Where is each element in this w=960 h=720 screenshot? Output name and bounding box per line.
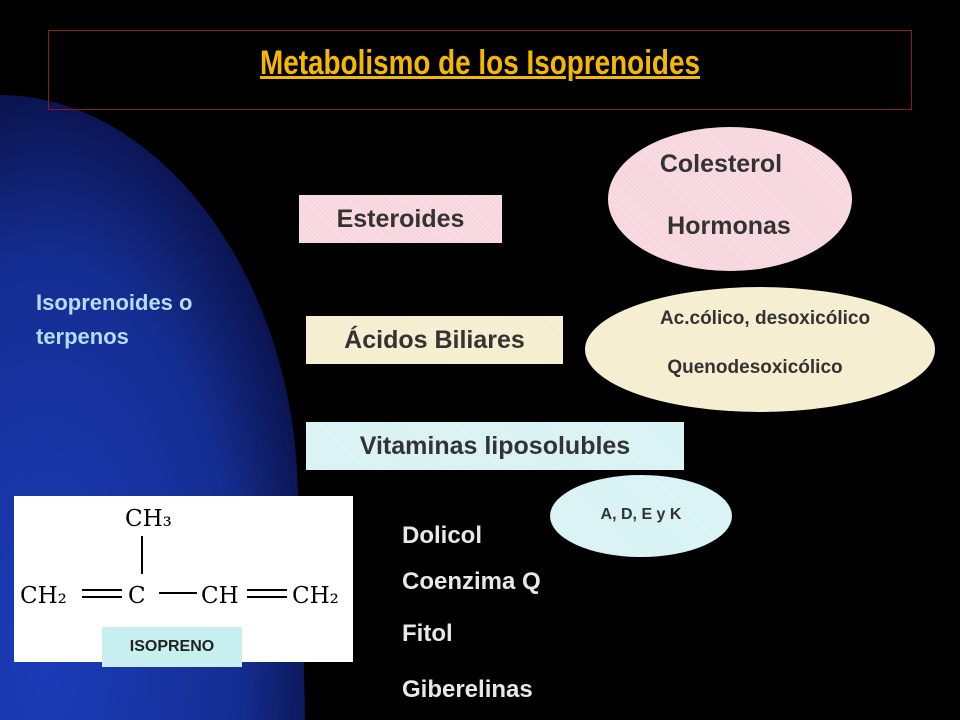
category-box-bile-acids: Ácidos Biliares [306, 316, 563, 364]
ellipse-bile-acids-line1: Ac.cólico, desoxicólico [659, 308, 871, 329]
formula-ch2-right: CH₂ [292, 583, 339, 609]
ellipse-steroids-line2: Hormonas [667, 212, 791, 240]
category-box-steroids: Esteroides [299, 195, 502, 243]
list-item-giberelinas: Giberelinas [402, 676, 533, 703]
ellipse-bile-acids [585, 287, 935, 412]
formula-ch: CH [201, 583, 239, 609]
page-title: Metabolismo de los Isoprenoides [260, 44, 700, 82]
title-frame [48, 30, 912, 110]
ellipse-vitamins [550, 475, 732, 557]
isoprene-label: ISOPRENO [102, 627, 242, 667]
ellipse-steroids-line1: Colesterol [659, 150, 783, 178]
formula-ch2-left: CH₂ [20, 583, 67, 609]
root-label-line1: Isoprenoides o [36, 290, 193, 315]
list-item-fitol: Fitol [402, 620, 453, 647]
list-item-coenzima-q: Coenzima Q [402, 568, 541, 595]
list-item-dolicol: Dolicol [402, 522, 483, 549]
root-label: Isoprenoides o terpenos [36, 286, 192, 354]
ellipse-vitamins-line1: A, D, E y K [600, 506, 682, 523]
category-box-vitamins: Vitaminas liposolubles [306, 422, 684, 470]
root-label-line2: terpenos [36, 324, 129, 349]
isoprene-formula-drawing: CH₃ CH₂ C CH CH₂ [20, 506, 339, 609]
ellipse-steroids [608, 127, 852, 271]
ellipse-bile-acids-line2: Quenodesoxicólico [667, 357, 843, 378]
formula-c: C [128, 583, 146, 609]
formula-ch3: CH₃ [125, 506, 172, 532]
